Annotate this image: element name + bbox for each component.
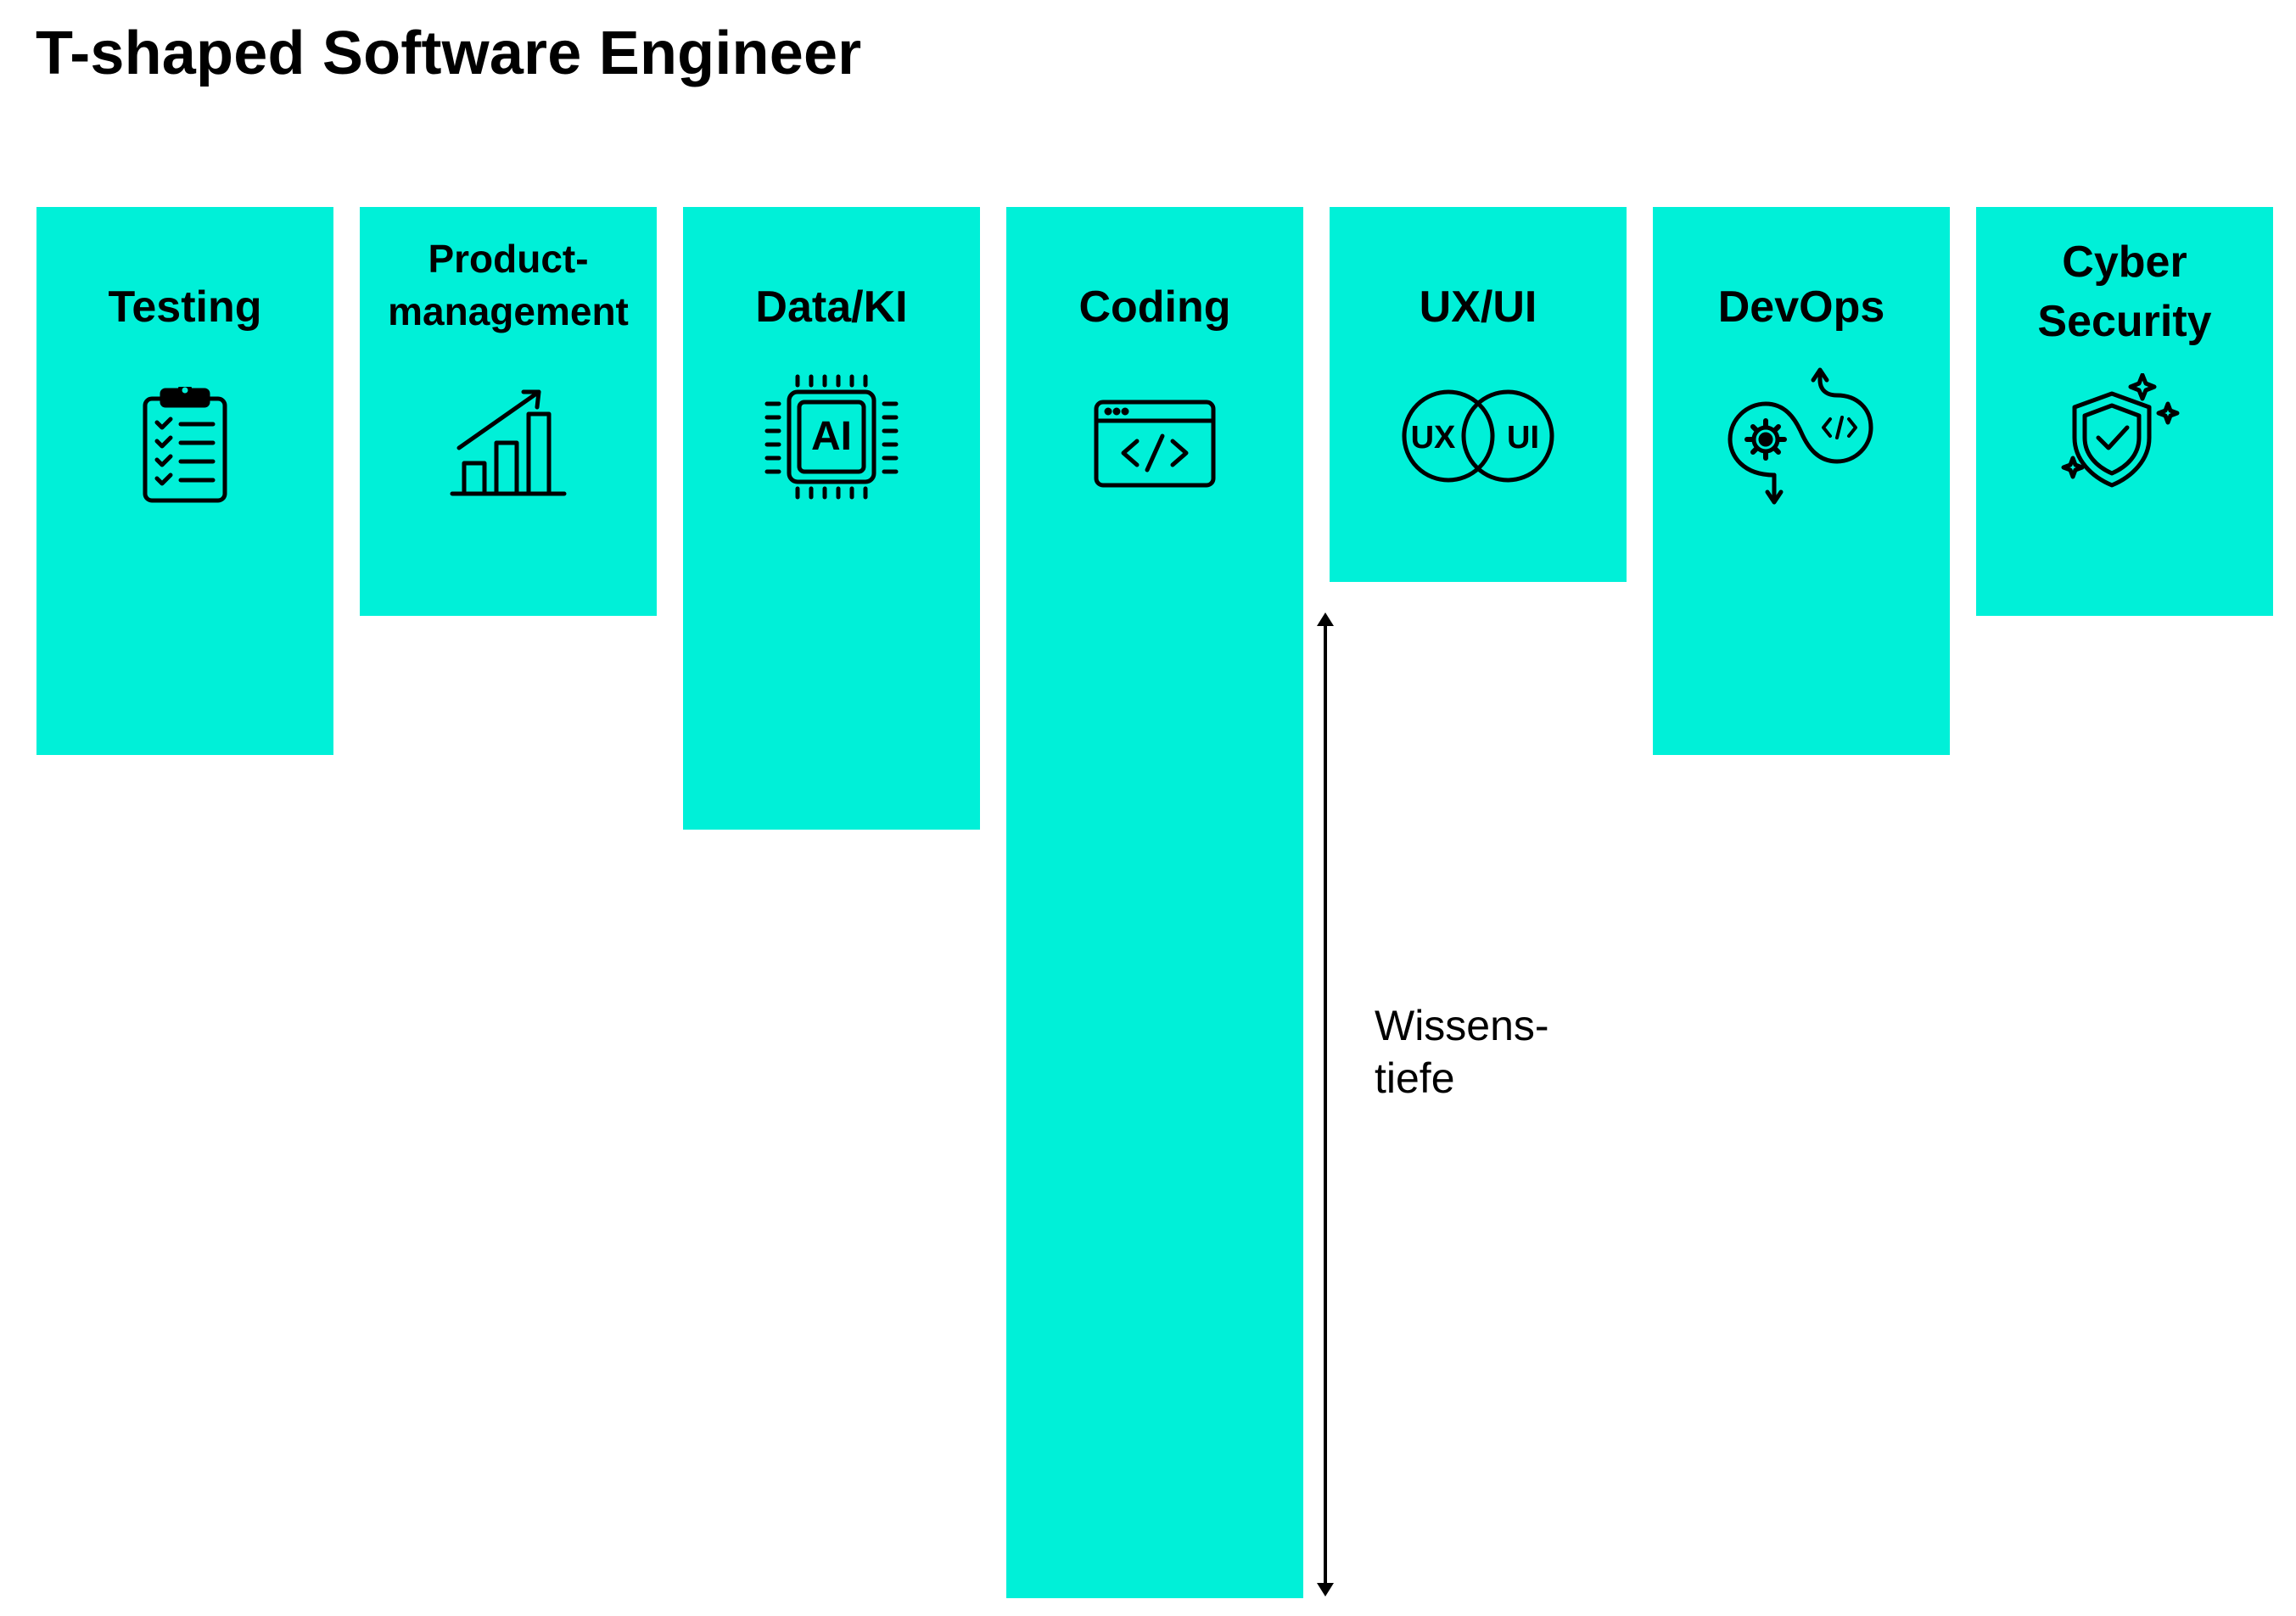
ai-chip-text: AI [811, 414, 852, 459]
depth-axis-label: Wissens- tiefe [1375, 1002, 1549, 1102]
ux-text: UX [1411, 420, 1456, 456]
growth-chart-icon [449, 387, 568, 499]
column-label-data-ki: Data/KI [755, 282, 908, 332]
column-cyber-security: Cyber Security [1976, 207, 2273, 616]
column-label-testing: Testing [108, 282, 262, 332]
column-data-ki: Data/KI AI [683, 207, 980, 830]
column-label-cyber-security: Cyber Security [2037, 238, 2212, 346]
double-arrow-icon [1313, 612, 1338, 1596]
column-label-ux-ui: UX/UI [1419, 282, 1537, 332]
column-label-devops: DevOps [1717, 282, 1885, 332]
column-productmanagement: Product- management [360, 207, 657, 616]
column-label-coding: Coding [1078, 282, 1231, 332]
column-label-productmanagement: Product- management [388, 237, 629, 333]
column-coding: Coding [1006, 207, 1303, 1598]
devops-cycle-icon [1725, 365, 1878, 514]
ai-chip-icon: AI [764, 373, 899, 500]
clipboard-checklist-icon [138, 387, 232, 506]
column-ux-ui: UX/UI UX UI [1330, 207, 1627, 582]
code-window-icon [1093, 399, 1217, 489]
shield-check-icon [2061, 373, 2188, 492]
ux-ui-circles-icon: UX UI [1399, 387, 1557, 485]
column-devops: DevOps [1653, 207, 1950, 755]
page-title: T-shaped Software Engineer [36, 20, 862, 87]
column-testing: Testing [36, 207, 333, 755]
ui-text: UI [1507, 420, 1539, 456]
